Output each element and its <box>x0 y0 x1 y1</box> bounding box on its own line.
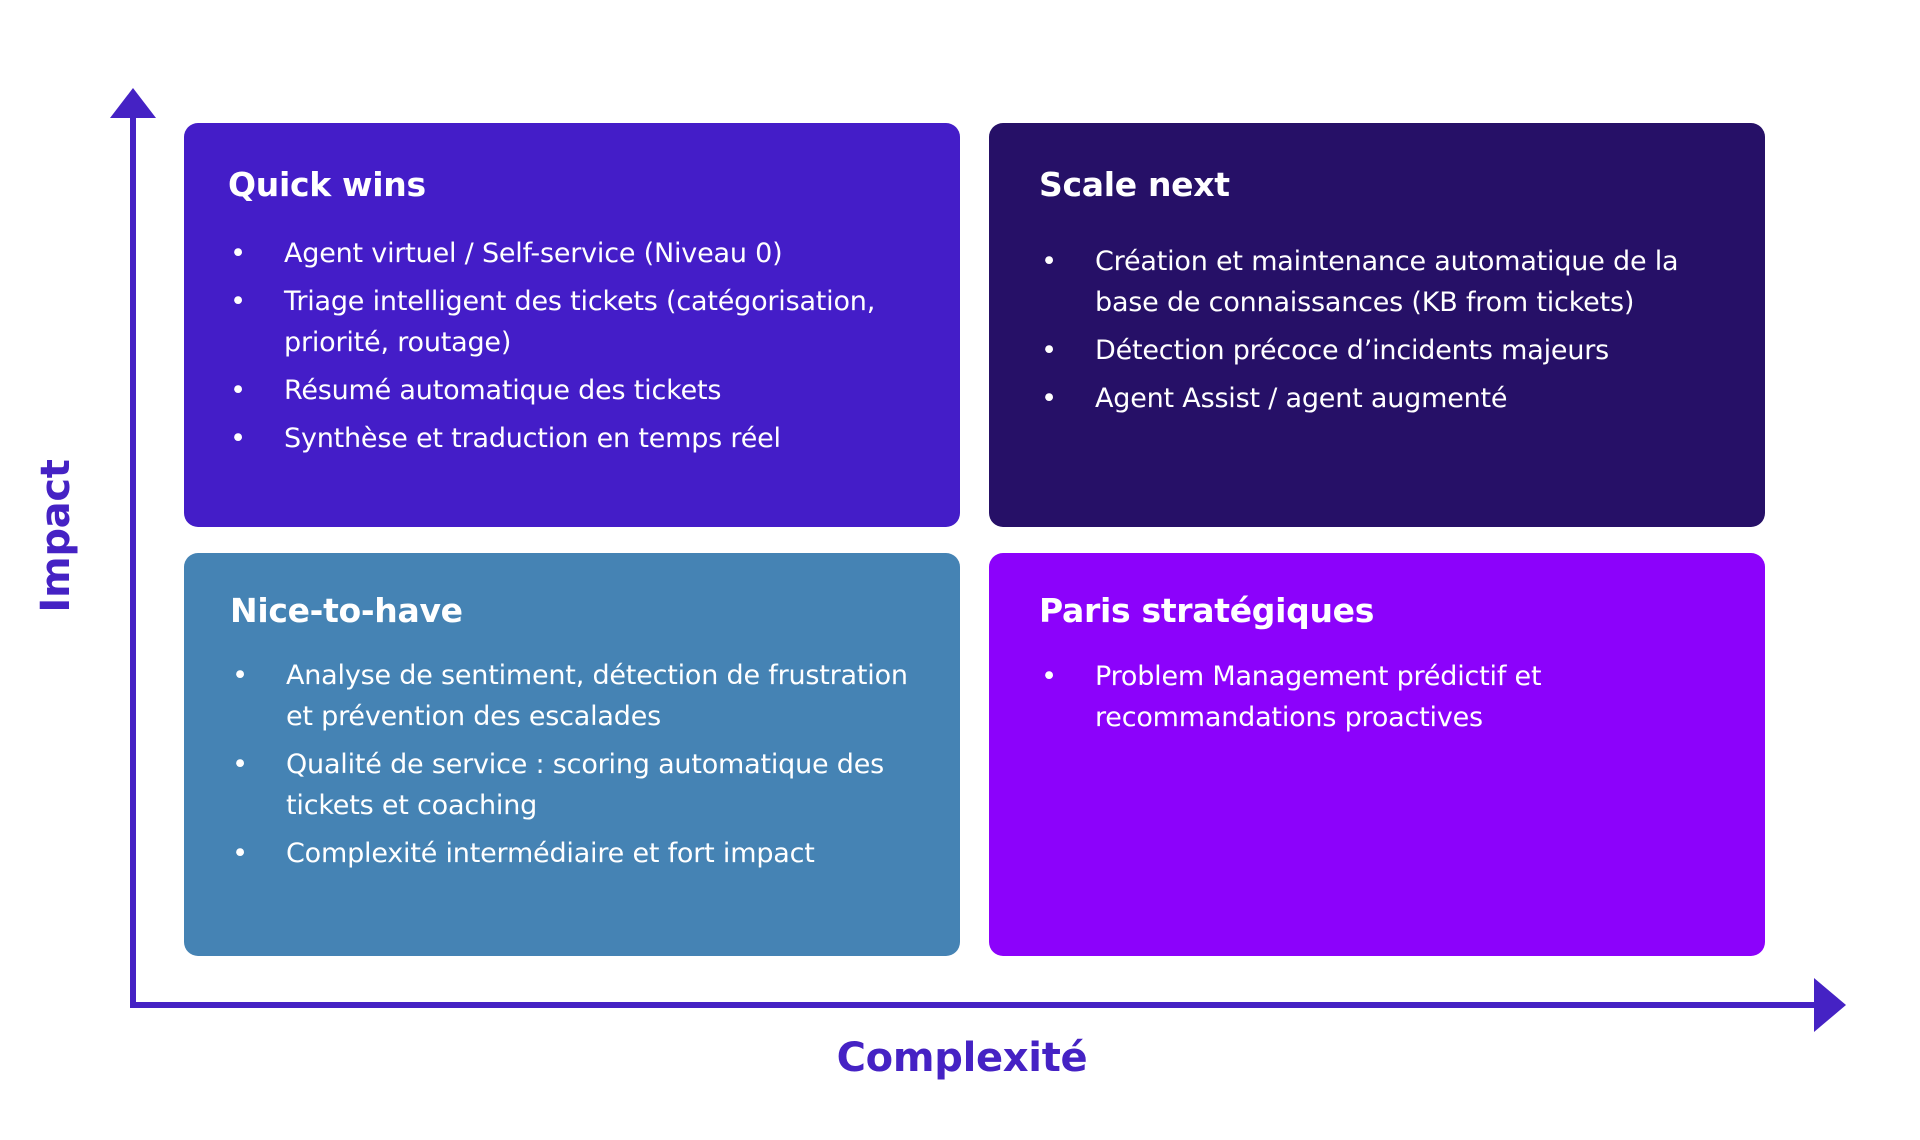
bullet-icon: • <box>230 286 246 318</box>
list-item-text: Problem Management prédictif et recomman… <box>1095 661 1542 734</box>
quadrant-title: Paris stratégiques <box>1039 591 1375 630</box>
list-item-text: Résumé automatique des tickets <box>284 375 722 407</box>
quadrant-title: Nice-to-have <box>230 591 463 630</box>
list-item: • Détection précoce d’incidents majeurs <box>1039 330 1725 371</box>
list-item-text: Création et maintenance automatique de l… <box>1095 246 1679 319</box>
bullet-icon: • <box>1041 661 1057 693</box>
quadrant-title: Quick wins <box>228 165 426 204</box>
list-item: • Résumé automatique des tickets <box>228 370 920 411</box>
quadrant-item-list: • Création et maintenance automatique de … <box>1039 241 1725 419</box>
list-item: • Triage intelligent des tickets (catégor… <box>228 281 920 363</box>
list-item: • Agent virtuel / Self-service (Niveau 0) <box>228 233 920 274</box>
list-item-text: Analyse de sentiment, détection de frust… <box>286 660 908 733</box>
bullet-icon: • <box>230 238 246 270</box>
quadrant-item-list: • Agent virtuel / Self-service (Niveau 0)… <box>228 233 920 459</box>
list-item: • Complexité intermédiaire et fort impact <box>230 833 920 874</box>
list-item-text: Synthèse et traduction en temps réel <box>284 423 781 455</box>
bullet-icon: • <box>1041 383 1057 415</box>
bullet-icon: • <box>230 423 246 455</box>
list-item-text: Agent Assist / agent augmenté <box>1095 383 1508 415</box>
list-item: • Problem Management prédictif et recomma… <box>1039 656 1725 738</box>
bullet-icon: • <box>230 375 246 407</box>
bullet-icon: • <box>1041 246 1057 278</box>
quadrant-item-list: • Analyse de sentiment, détection de frus… <box>230 655 920 874</box>
bullet-icon: • <box>232 749 248 781</box>
list-item-text: Détection précoce d’incidents majeurs <box>1095 335 1610 367</box>
list-item: • Création et maintenance automatique de … <box>1039 241 1725 323</box>
quadrant-scale-next: Scale next • Création et maintenance auto… <box>989 123 1765 527</box>
y-axis-label: Impact <box>33 459 79 613</box>
quadrant-quick-wins: Quick wins • Agent virtuel / Self-service… <box>184 123 960 527</box>
list-item: • Qualité de service : scoring automatiqu… <box>230 744 920 826</box>
bullet-icon: • <box>1041 335 1057 367</box>
list-item: • Analyse de sentiment, détection de frus… <box>230 655 920 737</box>
list-item-text: Triage intelligent des tickets (catégori… <box>284 286 876 359</box>
x-axis-arrow-icon <box>1814 978 1846 1032</box>
quadrant-nice-to-have: Nice-to-have • Analyse de sentiment, déte… <box>184 553 960 956</box>
list-item: • Agent Assist / agent augmenté <box>1039 378 1725 419</box>
x-axis-label: Complexité <box>836 1035 1088 1081</box>
bullet-icon: • <box>232 660 248 692</box>
quadrant-paris-strategiques: Paris stratégiques • Problem Management p… <box>989 553 1765 956</box>
list-item-text: Agent virtuel / Self-service (Niveau 0) <box>284 238 783 270</box>
y-axis-arrow-icon <box>110 88 156 118</box>
list-item-text: Qualité de service : scoring automatique… <box>286 749 885 822</box>
quadrant-item-list: • Problem Management prédictif et recomma… <box>1039 656 1725 738</box>
quadrant-title: Scale next <box>1039 165 1230 204</box>
list-item: • Synthèse et traduction en temps réel <box>228 418 920 459</box>
bullet-icon: • <box>232 838 248 870</box>
list-item-text: Complexité intermédiaire et fort impact <box>286 838 815 870</box>
